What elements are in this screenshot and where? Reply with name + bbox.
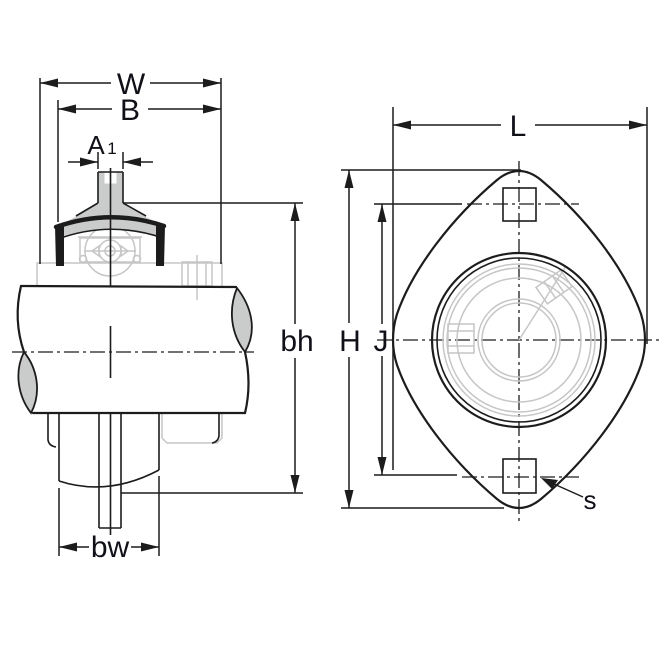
shaft-break-left [17,350,38,415]
housing-bottom [47,413,220,535]
housing-ghost [36,255,223,444]
dim-label-bh: bh [280,325,313,358]
dim-w: W [39,68,222,264]
dim-label-j: J [374,325,389,358]
bearing-rings-ghost [442,263,596,417]
housing-cap [53,168,167,287]
cap-wall-left [55,223,64,266]
housing-outer-circle [430,251,608,429]
dim-h: H [339,169,521,509]
set-screw-ghost [447,323,475,354]
dim-label-a-sub: 1 [107,139,116,158]
bolt-hole-top [467,187,579,222]
dim-label-bw: bw [91,531,130,564]
dim-label-a: A [87,130,105,160]
flange-outline [391,169,647,510]
front-view: L H J s [339,107,663,524]
dim-label-b: B [120,94,140,127]
dim-bw: bw [58,476,160,564]
dim-j: J [374,203,462,476]
dim-bh: bh [121,202,314,494]
shaft-break-right [231,286,253,354]
shaft [12,284,254,415]
dim-label-l: L [510,110,527,143]
dim-b: B [57,94,221,222]
bolt-hole-bottom [462,458,579,494]
dim-l: L [392,107,648,470]
dim-a1: A 1 [68,130,153,169]
dim-label-h: H [339,325,361,358]
dim-label-s: s [584,485,597,515]
cap-wall-right [156,223,165,266]
housing-inner-circle [436,257,602,423]
dim-label-w: W [117,68,146,101]
dim-s: s [541,478,597,515]
side-view: W B A 1 b [12,68,314,564]
